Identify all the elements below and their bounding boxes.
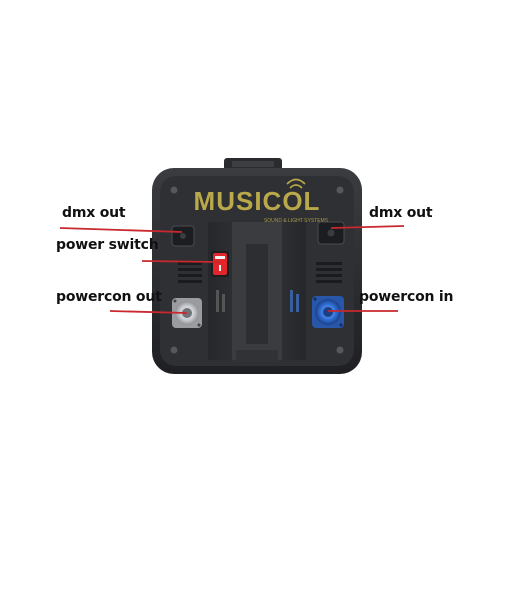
- dmx-out-left-port: [171, 225, 195, 247]
- callout-powercon-out: powercon out: [56, 289, 162, 305]
- center-mount-plate: [208, 222, 306, 362]
- callout-dmx-out-right: dmx out: [369, 205, 433, 221]
- logo-wordmark: MUSICOL: [194, 186, 321, 216]
- power-switch: [211, 251, 229, 277]
- callout-line-power-switch: [141, 260, 220, 263]
- callout-line-powercon-out: [109, 310, 188, 314]
- slot-accents: [216, 290, 299, 312]
- logo-subtext: SOUND & LIGHT SYSTEMS: [264, 218, 329, 224]
- musicol-logo: MUSICOL SOUND & LIGHT SYSTEMS: [194, 178, 329, 224]
- callout-dmx-out-left: dmx out: [62, 205, 126, 221]
- powercon-in-connector: [312, 296, 344, 328]
- dmx-out-right-port: [317, 221, 345, 245]
- callout-power-switch: power switch: [56, 237, 159, 253]
- left-vent: [178, 262, 202, 283]
- callout-lines: [59, 225, 405, 314]
- callout-line-dmx-left: [59, 227, 183, 233]
- callout-powercon-in: powercon in: [359, 289, 454, 305]
- right-vent: [316, 262, 342, 283]
- callout-line-dmx-right: [330, 225, 405, 229]
